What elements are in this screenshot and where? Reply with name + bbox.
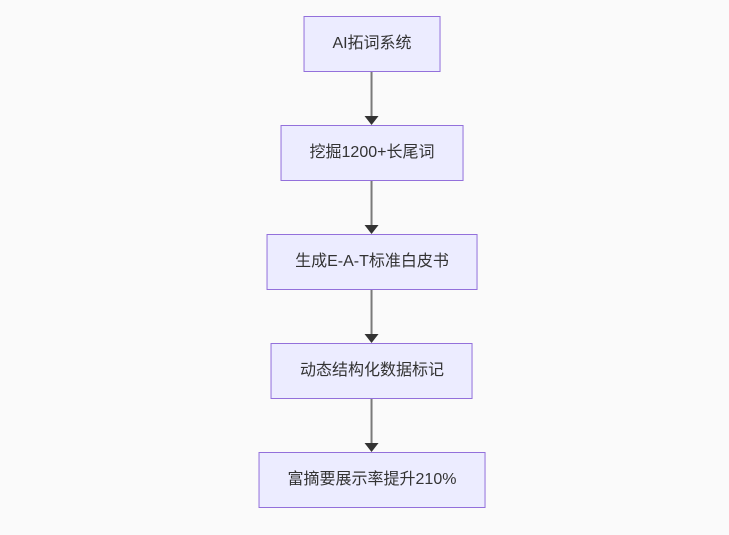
flowchart: AI拓词系统 挖掘1200+长尾词 生成E-A-T标准白皮书 动态结构化数据标记 — [258, 16, 486, 508]
arrow-down-icon — [365, 443, 379, 452]
flow-node-label: AI拓词系统 — [332, 35, 412, 52]
edge-line — [371, 290, 373, 335]
flow-node-label: 挖掘1200+长尾词 — [309, 144, 435, 161]
flow-edge-3 — [365, 290, 379, 343]
flow-edge-4 — [365, 399, 379, 452]
flow-node-label: 动态结构化数据标记 — [299, 362, 444, 379]
flow-node-ai-keyword-system: AI拓词系统 — [303, 16, 441, 72]
flow-node-eat-whitepaper: 生成E-A-T标准白皮书 — [266, 234, 478, 290]
flow-edge-1 — [365, 72, 379, 125]
edge-line — [371, 399, 373, 444]
flow-node-longtail-mining: 挖掘1200+长尾词 — [280, 125, 464, 181]
flow-node-structured-data-markup: 动态结构化数据标记 — [270, 343, 473, 399]
arrow-down-icon — [365, 116, 379, 125]
edge-line — [371, 72, 373, 117]
flow-node-label: 生成E-A-T标准白皮书 — [295, 253, 449, 270]
edge-line — [371, 181, 373, 226]
flow-edge-2 — [365, 181, 379, 234]
arrow-down-icon — [365, 225, 379, 234]
arrow-down-icon — [365, 334, 379, 343]
flow-node-rich-snippet-result: 富摘要展示率提升210% — [258, 452, 486, 508]
flow-node-label: 富摘要展示率提升210% — [287, 471, 457, 488]
